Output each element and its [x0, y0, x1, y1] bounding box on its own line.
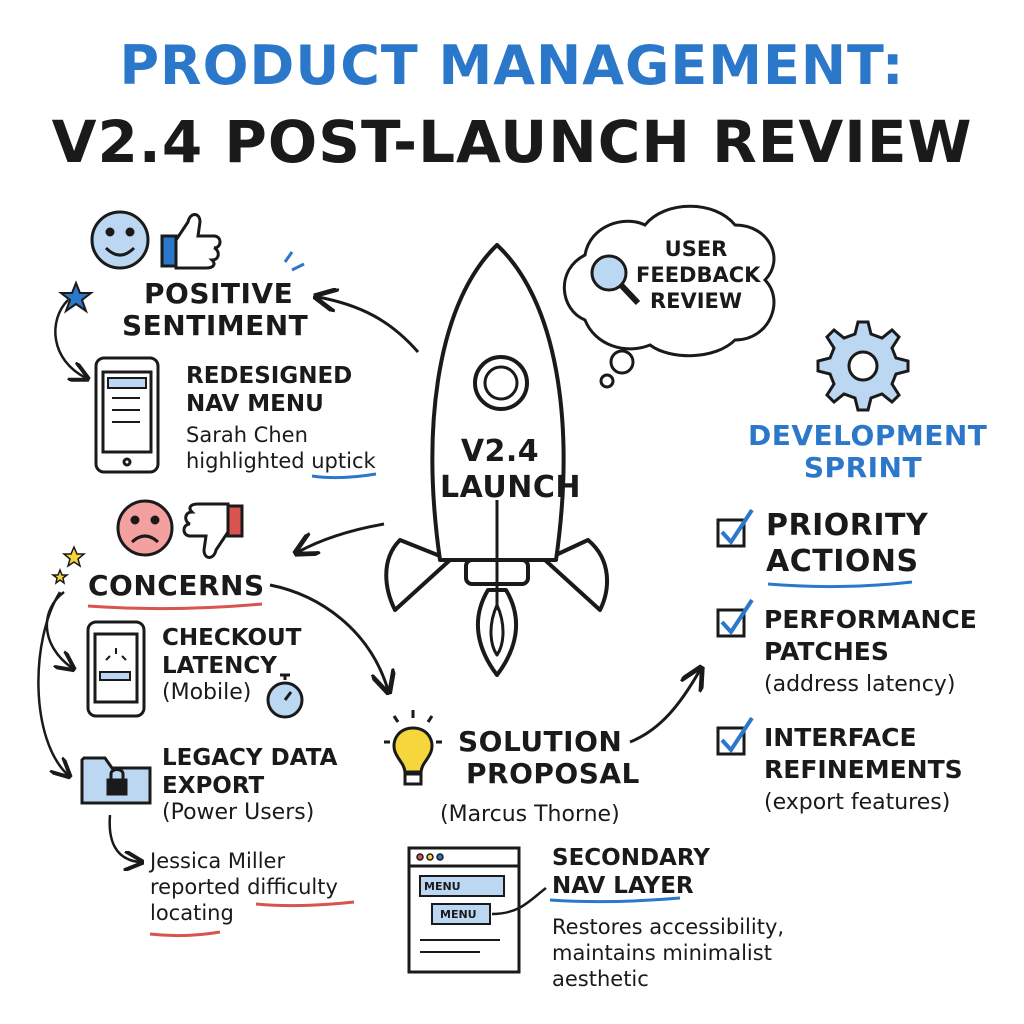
- positive-note: Sarah Chen highlighted uptick: [186, 422, 376, 474]
- menu-label-1: MENU: [424, 880, 461, 893]
- positive-heading-line2: SENTIMENT: [122, 309, 309, 342]
- arrow-to-concerns: [298, 522, 385, 552]
- concerns-item1-line3: (Mobile): [162, 680, 252, 705]
- underline-difficulty: [255, 900, 355, 908]
- underline-actions: [767, 580, 913, 589]
- title-line2: V2.4 POST-LAUNCH REVIEW: [51, 108, 973, 176]
- concerns-item1: CHECKOUT LATENCY (Mobile): [162, 624, 301, 706]
- solution-item-line2: NAV LAYER: [552, 873, 694, 899]
- thought-line1: USER: [664, 237, 728, 261]
- menu-label-2: MENU: [440, 908, 477, 921]
- concerns-item1-line2: LATENCY: [162, 653, 277, 679]
- underline-locating: [149, 930, 221, 938]
- star-icon: [58, 280, 94, 314]
- positive-heading-line1: POSITIVE: [144, 277, 294, 310]
- sprint-action2-note: (address latency): [764, 672, 956, 697]
- sparkle-icon: [283, 251, 305, 272]
- arrow-folder-to-note: [108, 814, 140, 862]
- phone-menu-icon: [94, 356, 160, 474]
- concerns-item1-line1: CHECKOUT: [162, 625, 302, 651]
- thought-text: USER FEEDBACK REVIEW: [636, 236, 761, 314]
- smiley-icon: [90, 210, 150, 270]
- sprint-action3: INTERFACE REFINEMENTS (export features): [764, 722, 963, 816]
- magnifier-icon: [590, 254, 641, 306]
- solution-desc-line1: Restores accessibility,: [552, 915, 785, 939]
- solution-author: (Marcus Thorne): [440, 802, 620, 827]
- concerns-note-line3: locating: [150, 901, 234, 925]
- checkbox-icon-1: [716, 508, 754, 548]
- solution-heading: SOLUTION PROPOSAL: [458, 726, 640, 790]
- concerns-item2: LEGACY DATA EXPORT (Power Users): [162, 744, 337, 826]
- thumbs-down-icon: [182, 502, 244, 559]
- underline-uptick: [311, 472, 377, 480]
- thought-line2: FEEDBACK: [636, 263, 761, 287]
- light-bulb-icon: [384, 710, 442, 786]
- arrow-concerns-to-item2: [37, 591, 68, 775]
- positive-note-line2: highlighted uptick: [186, 449, 376, 473]
- rocket-label: V2.4 LAUNCH: [440, 434, 582, 506]
- underline-concerns: [87, 602, 263, 611]
- sprint-action2: PERFORMANCE PATCHES (address latency): [764, 604, 977, 698]
- sprint-heading: DEVELOPMENT SPRINT: [748, 419, 988, 484]
- sprint-action2-line2: PATCHES: [764, 637, 889, 666]
- sprint-action2-line1: PERFORMANCE: [764, 605, 977, 634]
- rocket-label-line2: LAUNCH: [440, 470, 582, 505]
- positive-heading: POSITIVE SENTIMENT: [122, 277, 308, 342]
- arrow-to-sprint: [629, 670, 700, 744]
- folder-lock-icon: [80, 756, 152, 805]
- thought-line3: REVIEW: [649, 289, 743, 313]
- phone-loading-icon: [86, 620, 146, 718]
- positive-item-line1: REDESIGNED: [186, 363, 353, 389]
- gear-icon: [816, 320, 910, 412]
- underline-nav-layer: [549, 896, 681, 904]
- positive-item-line2: NAV MENU: [186, 391, 324, 417]
- concerns-note-line1: Jessica Miller: [150, 849, 286, 873]
- arrow-menu-to-nav: [491, 887, 547, 916]
- sprint-heading-line1: DEVELOPMENT: [748, 419, 988, 452]
- solution-heading-line1: SOLUTION: [458, 725, 623, 758]
- concerns-item2-line3: (Power Users): [162, 800, 315, 825]
- solution-desc-line3: aesthetic: [552, 967, 649, 991]
- checkbox-icon-2: [716, 598, 754, 638]
- sprint-heading-line2: SPRINT: [803, 451, 923, 484]
- solution-desc: Restores accessibility, maintains minima…: [552, 914, 784, 992]
- concerns-heading: CONCERNS: [88, 569, 265, 602]
- checkbox-icon-3: [716, 716, 754, 756]
- arrow-concerns-to-item1: [45, 591, 72, 668]
- sprint-action3-line2: REFINEMENTS: [764, 755, 963, 784]
- concerns-item2-line2: EXPORT: [162, 773, 265, 799]
- arrow-to-solution: [269, 583, 388, 690]
- sprint-action1-line1: PRIORITY: [766, 508, 929, 543]
- rocket-icon: [384, 243, 610, 677]
- solution-desc-line2: maintains minimalist: [552, 941, 772, 965]
- concerns-item2-line1: LEGACY DATA: [162, 745, 338, 771]
- sad-face-icon: [116, 499, 174, 557]
- sprint-action1-line2: ACTIONS: [766, 544, 919, 579]
- sprint-action1: PRIORITY ACTIONS: [766, 508, 928, 580]
- solution-heading-line2: PROPOSAL: [466, 757, 640, 790]
- arrow-star-to-phone: [54, 299, 86, 378]
- thumbs-up-icon: [160, 213, 222, 270]
- small-stars-icon: [50, 545, 87, 585]
- sprint-action3-note: (export features): [764, 790, 951, 815]
- solution-item-line1: SECONDARY: [552, 845, 710, 871]
- positive-item: REDESIGNED NAV MENU: [186, 362, 352, 418]
- sprint-action3-line1: INTERFACE: [764, 723, 917, 752]
- positive-note-line1: Sarah Chen: [186, 423, 308, 447]
- title-line1: PRODUCT MANAGEMENT:: [119, 34, 905, 97]
- concerns-note: Jessica Miller reported difficulty locat…: [150, 848, 338, 926]
- thought-cloud-icon: [562, 204, 776, 389]
- rocket-label-line1: V2.4: [460, 434, 540, 469]
- arrow-to-positive: [318, 297, 420, 353]
- browser-window-icon: [407, 846, 521, 974]
- concerns-note-line2: reported difficulty: [150, 875, 338, 899]
- solution-item: SECONDARY NAV LAYER: [552, 844, 710, 900]
- stopwatch-icon: [266, 673, 304, 719]
